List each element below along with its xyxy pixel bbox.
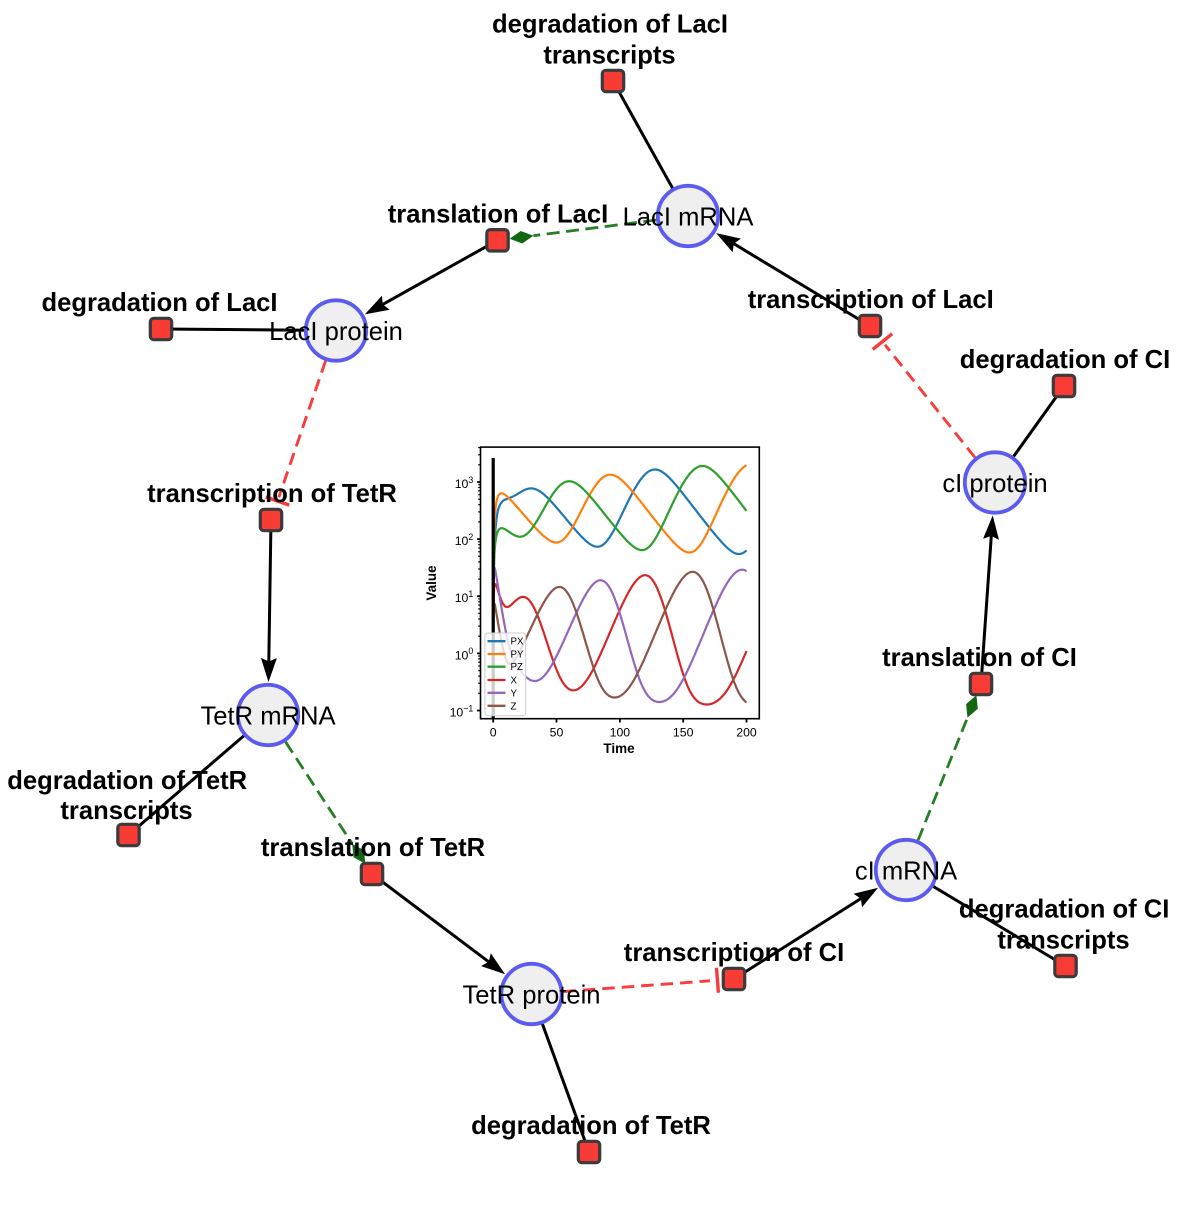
svg-text:degradation of CI: degradation of CI — [960, 346, 1170, 374]
svg-text:Value: Value — [424, 565, 439, 601]
svg-text:cI protein: cI protein — [942, 470, 1047, 498]
svg-text:transcripts: transcripts — [60, 797, 192, 825]
svg-text:Z: Z — [511, 701, 517, 712]
svg-text:0: 0 — [490, 726, 497, 740]
svg-text:PX: PX — [511, 637, 525, 648]
svg-text:degradation of TetR: degradation of TetR — [471, 1112, 711, 1140]
svg-text:100: 100 — [455, 646, 474, 662]
svg-text:LacI protein: LacI protein — [269, 318, 403, 346]
svg-text:transcription of LacI: transcription of LacI — [748, 286, 994, 314]
svg-text:transcription of CI: transcription of CI — [624, 939, 844, 967]
svg-text:103: 103 — [455, 475, 474, 491]
svg-text:10−1: 10−1 — [450, 703, 474, 719]
svg-text:translation of LacI: translation of LacI — [388, 201, 608, 229]
svg-text:150: 150 — [673, 726, 694, 740]
svg-text:translation of TetR: translation of TetR — [261, 834, 485, 862]
svg-text:X: X — [511, 676, 518, 687]
svg-text:TetR protein: TetR protein — [463, 981, 601, 1009]
svg-text:102: 102 — [455, 532, 474, 548]
svg-text:cI mRNA: cI mRNA — [855, 857, 958, 885]
svg-text:TetR mRNA: TetR mRNA — [200, 702, 336, 730]
svg-text:translation of CI: translation of CI — [882, 644, 1077, 672]
svg-text:PY: PY — [511, 650, 525, 661]
svg-text:Y: Y — [511, 688, 518, 699]
svg-text:200: 200 — [736, 726, 757, 740]
svg-text:degradation of CI: degradation of CI — [959, 896, 1169, 924]
svg-text:degradation of LacI: degradation of LacI — [492, 10, 728, 38]
svg-text:transcripts: transcripts — [543, 41, 675, 69]
svg-text:100: 100 — [610, 726, 631, 740]
svg-text:LacI mRNA: LacI mRNA — [623, 203, 755, 231]
svg-text:degradation of LacI: degradation of LacI — [41, 289, 277, 317]
svg-text:transcripts: transcripts — [997, 927, 1129, 955]
svg-text:degradation of TetR: degradation of TetR — [7, 767, 247, 795]
svg-text:PZ: PZ — [511, 662, 524, 673]
svg-text:101: 101 — [455, 589, 474, 605]
svg-text:Time: Time — [603, 741, 635, 756]
svg-text:50: 50 — [550, 726, 564, 740]
svg-text:transcription of TetR: transcription of TetR — [147, 480, 397, 508]
